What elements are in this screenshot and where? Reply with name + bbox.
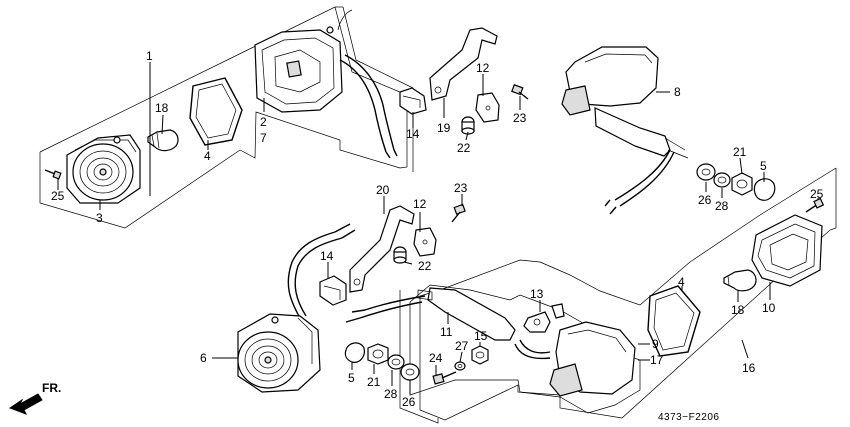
callout-9: 9 bbox=[652, 337, 659, 351]
rear-winker-8 bbox=[561, 46, 689, 215]
callout-14-lower: 14 bbox=[320, 249, 334, 263]
stem-11 bbox=[345, 287, 516, 341]
front-lamp-housing-3 bbox=[66, 134, 141, 204]
front-direction-arrow: FR. bbox=[8, 381, 61, 415]
callout-28-upper: 28 bbox=[715, 199, 729, 213]
callout-6: 6 bbox=[200, 351, 207, 365]
callout-14-upper: 14 bbox=[406, 127, 420, 141]
bolt-23-upper bbox=[511, 84, 529, 100]
callout-28-lower: 28 bbox=[384, 387, 398, 401]
gasket-4-lower bbox=[647, 285, 701, 357]
bulb-18-upper bbox=[147, 129, 179, 152]
bolt-24 bbox=[432, 371, 457, 385]
callout-2: 2 bbox=[260, 115, 267, 129]
leader-lines bbox=[57, 62, 819, 394]
collar-22-lower bbox=[393, 246, 407, 264]
callout-24: 24 bbox=[429, 351, 443, 365]
callout-5-upper: 5 bbox=[760, 159, 767, 173]
callout-4-lower: 4 bbox=[678, 275, 685, 289]
callout-23-upper: 23 bbox=[513, 111, 527, 125]
callout-22-lower: 22 bbox=[418, 259, 432, 273]
winker-case-2-7 bbox=[254, 26, 343, 113]
figure-code: 4373−F2206 bbox=[658, 412, 719, 423]
callout-17: 17 bbox=[650, 353, 664, 367]
callout-12-upper: 12 bbox=[476, 61, 490, 75]
callout-1: 1 bbox=[146, 49, 153, 63]
callout-4-upper: 4 bbox=[204, 149, 211, 163]
nut-15 bbox=[471, 345, 489, 365]
callout-22-upper: 22 bbox=[457, 141, 471, 155]
callout-15: 15 bbox=[474, 329, 488, 343]
rear-lamp-housing-10 bbox=[751, 214, 823, 287]
callout-labels: 1 2 7 4 18 3 25 14 19 12 22 23 8 21 5 26… bbox=[51, 49, 824, 409]
assembly-9-boundary bbox=[409, 284, 641, 414]
washers-upper bbox=[696, 163, 753, 196]
wire-harness-upper bbox=[337, 9, 398, 159]
callout-21-lower: 21 bbox=[367, 375, 381, 389]
bolt-23-lower bbox=[451, 203, 466, 223]
callout-7: 7 bbox=[260, 131, 267, 145]
callout-11: 11 bbox=[440, 325, 453, 339]
bracket-20 bbox=[349, 205, 415, 293]
bracket-13 bbox=[523, 303, 565, 333]
callout-13: 13 bbox=[530, 287, 544, 301]
fr-label: FR. bbox=[42, 381, 61, 395]
callout-27: 27 bbox=[455, 339, 469, 353]
bracket-19 bbox=[429, 27, 498, 101]
assembly-16-boundary bbox=[419, 167, 837, 421]
callout-16: 16 bbox=[742, 361, 756, 375]
callout-25-upper: 25 bbox=[51, 189, 65, 203]
clip-14-lower bbox=[319, 275, 347, 306]
plate-12-lower bbox=[413, 227, 437, 257]
assembly-1-boundary bbox=[39, 6, 408, 229]
callout-12-lower: 12 bbox=[413, 197, 427, 211]
collar-22-upper bbox=[461, 116, 475, 135]
callout-18-upper: 18 bbox=[155, 101, 169, 115]
callout-10: 10 bbox=[762, 301, 776, 315]
callout-5-lower: 5 bbox=[348, 371, 355, 385]
screw-25-right bbox=[805, 197, 825, 213]
callout-25-right: 25 bbox=[810, 187, 824, 201]
callout-18-lower: 18 bbox=[731, 303, 745, 317]
callout-19: 19 bbox=[437, 121, 451, 135]
callout-23-lower: 23 bbox=[454, 181, 468, 195]
wire-harness-lower bbox=[287, 223, 356, 319]
plate-12-upper bbox=[475, 92, 500, 123]
bulb-18-lower bbox=[723, 269, 757, 292]
clip-14-upper bbox=[399, 87, 427, 115]
front-lamp-6 bbox=[237, 313, 321, 393]
callout-21-upper: 21 bbox=[733, 145, 747, 159]
washers-lower bbox=[367, 343, 420, 381]
callout-20: 20 bbox=[376, 183, 390, 197]
rear-lamp-9-17 bbox=[514, 321, 636, 397]
screw-25-upper bbox=[44, 169, 62, 180]
cap-5-lower bbox=[344, 342, 365, 363]
cap-5-upper bbox=[753, 178, 776, 201]
callout-26-lower: 26 bbox=[402, 395, 416, 409]
callout-26-upper: 26 bbox=[698, 193, 712, 207]
washer-27 bbox=[454, 361, 466, 371]
callout-3: 3 bbox=[96, 211, 103, 225]
callout-8: 8 bbox=[674, 85, 681, 99]
gasket-4-upper bbox=[189, 77, 243, 146]
